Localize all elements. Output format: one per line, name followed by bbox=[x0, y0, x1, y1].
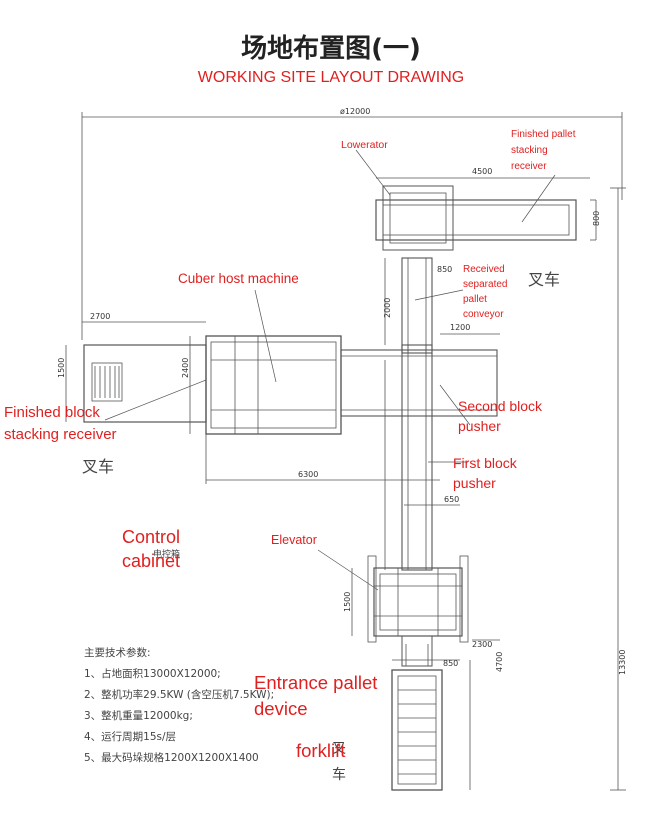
forklift-bottom-cn-2: 车 bbox=[332, 766, 346, 783]
label-cuber-host-machine: Cuber host machine bbox=[178, 271, 299, 286]
label-forklift: forklift bbox=[296, 740, 346, 761]
label-entrance-pallet-device: Entrance pallet device bbox=[254, 672, 378, 719]
dim-2700: 2700 bbox=[90, 312, 110, 321]
control-box-cn: 电控箱 bbox=[153, 548, 180, 560]
dim-650: 650 bbox=[444, 495, 459, 504]
label-first-block-pusher: First block pusher bbox=[453, 455, 517, 491]
dim-2300: 2300 bbox=[472, 640, 492, 649]
dim-2000: 2000 bbox=[383, 298, 392, 318]
dim-1500-elevator: 1500 bbox=[343, 592, 352, 612]
technical-parameters: 主要技术参数: 1、占地面积13000X12000; 2、整机功率29.5KW … bbox=[84, 643, 274, 769]
dim-800: 800 bbox=[592, 211, 601, 226]
page-subtitle: WORKING SITE LAYOUT DRAWING bbox=[197, 69, 465, 86]
label-control-cabinet: Control cabinet bbox=[122, 527, 181, 571]
dim-4700: 4700 bbox=[495, 652, 504, 672]
dim-1500-left: 1500 bbox=[57, 358, 66, 378]
page-title: 场地布置图(一) bbox=[241, 34, 421, 64]
label-finished-pallet-stacking-receiver: Finished pallet stacking receiver bbox=[511, 129, 576, 172]
forklift-bottom-cn-1: 叉 bbox=[332, 741, 346, 757]
params-item: 3、整机重量12000kg; bbox=[84, 710, 193, 722]
params-item: 2、整机功率29.5KW (含空压机7.5KW); bbox=[84, 689, 275, 701]
params-heading: 主要技术参数: bbox=[84, 647, 151, 659]
label-finished-block-stacking-receiver: Finished block stacking receiver bbox=[4, 404, 117, 443]
dim-4500: 4500 bbox=[472, 167, 492, 176]
params-item: 1、占地面积13000X12000; bbox=[84, 668, 221, 680]
params-item: 5、最大码垛规格1200X1200X1400 bbox=[84, 752, 259, 764]
dim-850-bottom: 850 bbox=[443, 659, 458, 668]
dim-1200: 1200 bbox=[450, 323, 470, 332]
label-second-block-pusher: Second block pusher bbox=[458, 398, 543, 434]
dim-6300: 6300 bbox=[298, 470, 318, 479]
dim-850-top: 850 bbox=[437, 265, 452, 274]
params-item: 4、运行周期15s/层 bbox=[84, 731, 177, 743]
forklift-right-cn: 叉车 bbox=[528, 270, 560, 289]
label-received-separated-pallet-conveyor: Received separated pallet conveyor bbox=[463, 264, 508, 320]
dim-2400: 2400 bbox=[181, 358, 190, 378]
dim-13300: 13300 bbox=[618, 650, 627, 675]
label-elevator: Elevator bbox=[271, 533, 317, 547]
label-lowerator: Lowerator bbox=[341, 139, 388, 151]
dim-12000: ø12000 bbox=[340, 107, 370, 116]
forklift-left-cn: 叉车 bbox=[82, 457, 114, 476]
